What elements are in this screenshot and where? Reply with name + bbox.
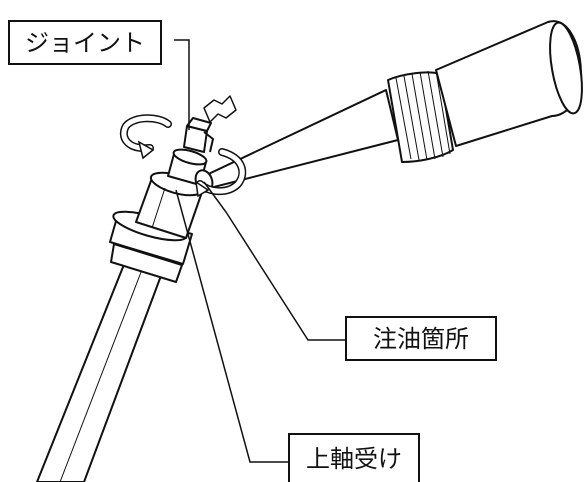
leader-line-joint xyxy=(174,39,190,130)
leader-line-upper xyxy=(175,189,288,463)
shaft xyxy=(36,261,163,482)
label-oil-point: 注油箇所 xyxy=(345,316,497,361)
leader-line-oil xyxy=(203,181,345,341)
label-joint: ジョイント xyxy=(8,20,162,65)
double-arrow-icon xyxy=(203,95,237,123)
rotation-arrow-left-icon xyxy=(119,114,172,160)
grease-gun xyxy=(194,20,583,193)
leader-lines xyxy=(174,39,345,463)
label-upper-bearing: 上軸受け xyxy=(288,433,420,482)
